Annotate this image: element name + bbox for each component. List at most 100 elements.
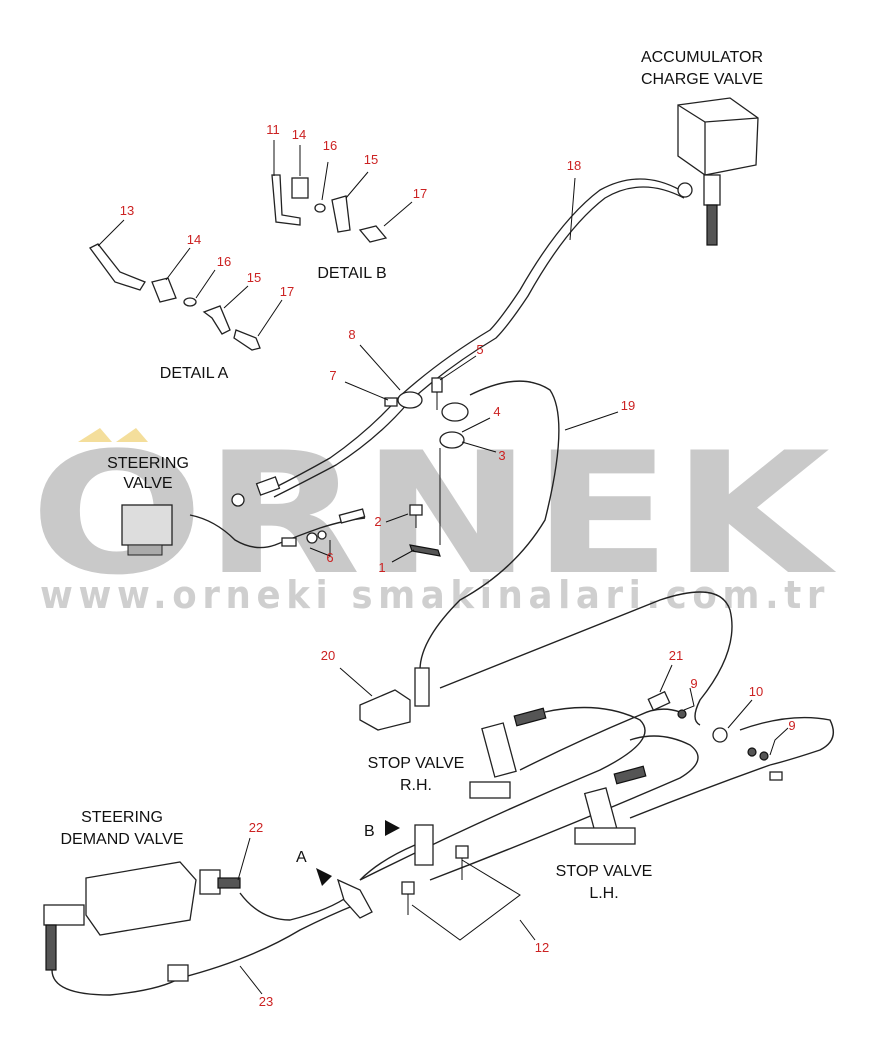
clamp-7 [384,397,398,407]
part-number-18: 18 [567,158,581,173]
part-number-7: 7 [329,368,336,383]
accumulator-fitting [703,174,721,206]
part-number-2: 2 [374,514,381,529]
part-number-22: 22 [249,820,263,835]
arrow-marker-b [385,820,400,836]
label-detail-a: DETAIL A [160,365,229,382]
leader-19 [564,411,619,431]
fitting-6-c [317,530,327,540]
leader-14a [165,247,191,281]
leader-6 [309,540,331,557]
part-number-9a: 9 [690,676,697,691]
tube-parallel-2 [629,764,771,819]
part-number-20: 20 [321,648,335,663]
part-number-15a: 15 [247,270,261,285]
demand-valve-body [85,861,197,936]
hose-18 [269,178,681,491]
leader-16b [321,161,329,201]
part-number-16a: 16 [217,254,231,269]
tube-parallel-1 [429,735,699,881]
detail-a-clip-15 [202,305,231,335]
hose-22 [239,892,351,921]
bolt-2 [409,504,423,516]
leader-17a [257,299,283,337]
fittings-right [647,690,783,781]
stop-valve-lh-hose [613,765,647,785]
leader-18 [569,177,576,241]
label-stop-valve-rh-line2: R.H. [400,777,432,794]
seal-9-b [747,747,757,757]
leader-16a [195,269,216,299]
watermark-accent-1 [78,428,112,442]
hose-lines [51,178,834,996]
steering-valve-body [121,504,173,546]
part-number-9b: 9 [788,718,795,733]
bracket-20 [359,667,430,731]
bolt-12-b [401,881,415,895]
accumulator-elbow [677,182,693,198]
leader-8 [359,344,401,391]
label-stop-valve-rh-line1: STOP VALVE [368,755,465,772]
leader-9b [769,727,789,756]
fitting-6-b [306,532,318,544]
part-number-10: 10 [749,684,763,699]
component-labels: ACCUMULATOR CHARGE VALVE STEERING VALVE … [61,49,764,902]
leader-13 [97,219,125,247]
leader-17b [383,201,413,227]
detail-a-parts [89,243,261,351]
leader-9a [683,687,695,711]
hose-19 [419,380,560,671]
detail-b-clip-14 [291,177,309,199]
demand-valve-hose-22 [217,877,241,889]
stop-valve-lh-base [574,827,636,845]
steering-valve [121,476,281,556]
bracket-12-b [414,824,434,866]
plate-1 [409,544,441,557]
clamp-8 [397,391,423,409]
part-number-14a: 14 [187,232,201,247]
part-numbers: 1 2 3 4 5 6 7 8 9 9 10 11 12 13 14 14 15… [120,122,796,1009]
tee-10 [712,727,728,743]
accumulator-hose-end [706,204,718,246]
leader-lines [97,140,789,995]
tube-rh-to-demand [359,706,646,881]
tube-9-right [739,716,834,766]
label-accumulator-line2: CHARGE VALVE [641,71,763,88]
leader-1 [391,549,415,563]
bolt-12-a [455,845,469,859]
leader-20 [339,667,373,697]
stop-valve-rh-base [469,781,511,799]
part-number-15b: 15 [364,152,378,167]
steering-valve-fitting [231,493,245,507]
bracket-20-body [359,689,411,731]
part-number-6: 6 [326,550,333,565]
label-marker-a: A [296,849,307,866]
label-stop-valve-lh-line2: L.H. [589,885,618,902]
leader-12-tail [519,919,536,941]
part-number-13: 13 [120,203,134,218]
demand-valve-elbow [199,869,221,895]
watermark-url: www.orneki smakinalari.com.tr [40,573,830,617]
part-number-23: 23 [259,994,273,1009]
seal-9-c [759,751,769,761]
watermark-accent-2 [116,428,148,442]
leader-5 [439,355,477,381]
accumulator-charge-valve [677,97,759,246]
demand-valve-port [43,904,85,926]
demand-valve-hose [45,924,57,971]
leader-7 [344,381,389,401]
label-accumulator-line1: ACCUMULATOR [641,49,763,66]
leader-10 [727,699,753,729]
seal-9-a [677,709,687,719]
tube-steering-valve [189,514,366,549]
steering-demand-valve [43,861,241,982]
part-number-17a: 17 [280,284,294,299]
label-demand-valve-line2: DEMAND VALVE [61,831,184,848]
stop-valve-rh-body [481,722,517,778]
fitting-6-d [281,537,297,547]
detail-b-parts [271,174,388,243]
stop-valve-lh [574,765,647,845]
bracket-20-fitting [414,667,430,707]
arrow-marker-a [316,868,332,886]
